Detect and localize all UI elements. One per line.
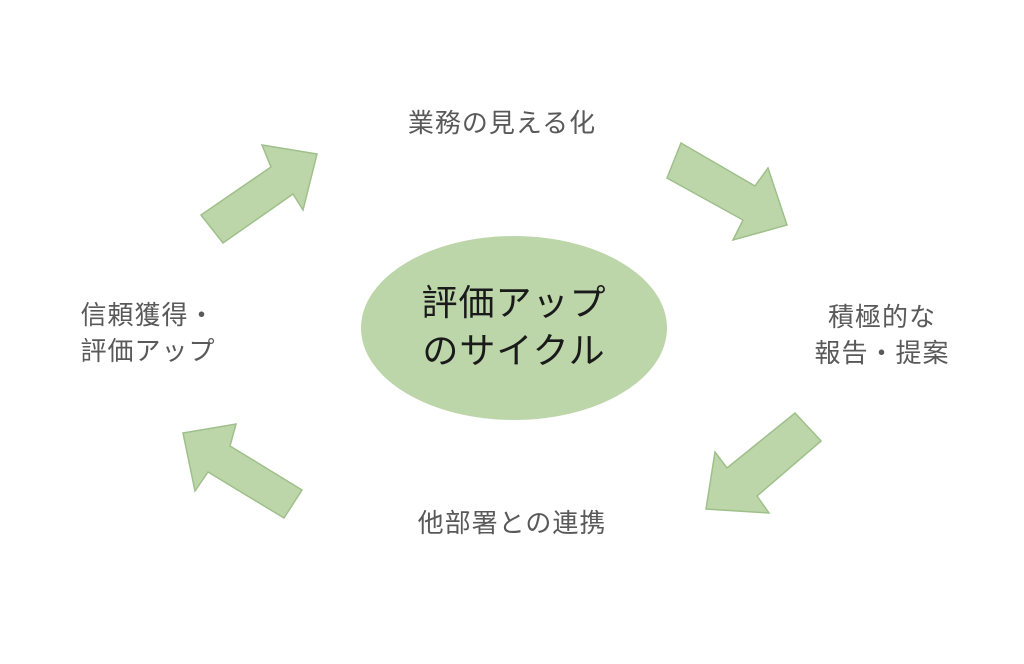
step-top-text: 業務の見える化 (407, 109, 597, 139)
step-bottom-text: 他部署との連携 (417, 509, 607, 539)
center-title: 評価アップ のサイクル (361, 236, 667, 420)
step-right-line1: 積極的な (827, 303, 936, 333)
arrow-right-to-bottom-icon (705, 411, 823, 514)
step-right-line2: 報告・提案 (814, 339, 950, 369)
step-left-label: 信頼獲得・ 評価アップ (38, 298, 258, 370)
center-title-line2: のサイクル (422, 331, 606, 372)
step-left-line2: 評価アップ (80, 337, 216, 367)
step-left-line1: 信頼獲得・ (80, 301, 216, 331)
center-ellipse (361, 236, 667, 420)
center-title-line1: 評価アップ (421, 283, 607, 324)
arrow-bottom-to-left-icon (182, 423, 304, 520)
arrow-left-to-top-icon (199, 144, 318, 245)
step-right-label: 積極的な 報告・提案 (772, 300, 992, 372)
step-top-label: 業務の見える化 (372, 106, 632, 142)
step-bottom-label: 他部署との連携 (372, 506, 652, 542)
arrow-top-to-right-icon (666, 141, 788, 242)
